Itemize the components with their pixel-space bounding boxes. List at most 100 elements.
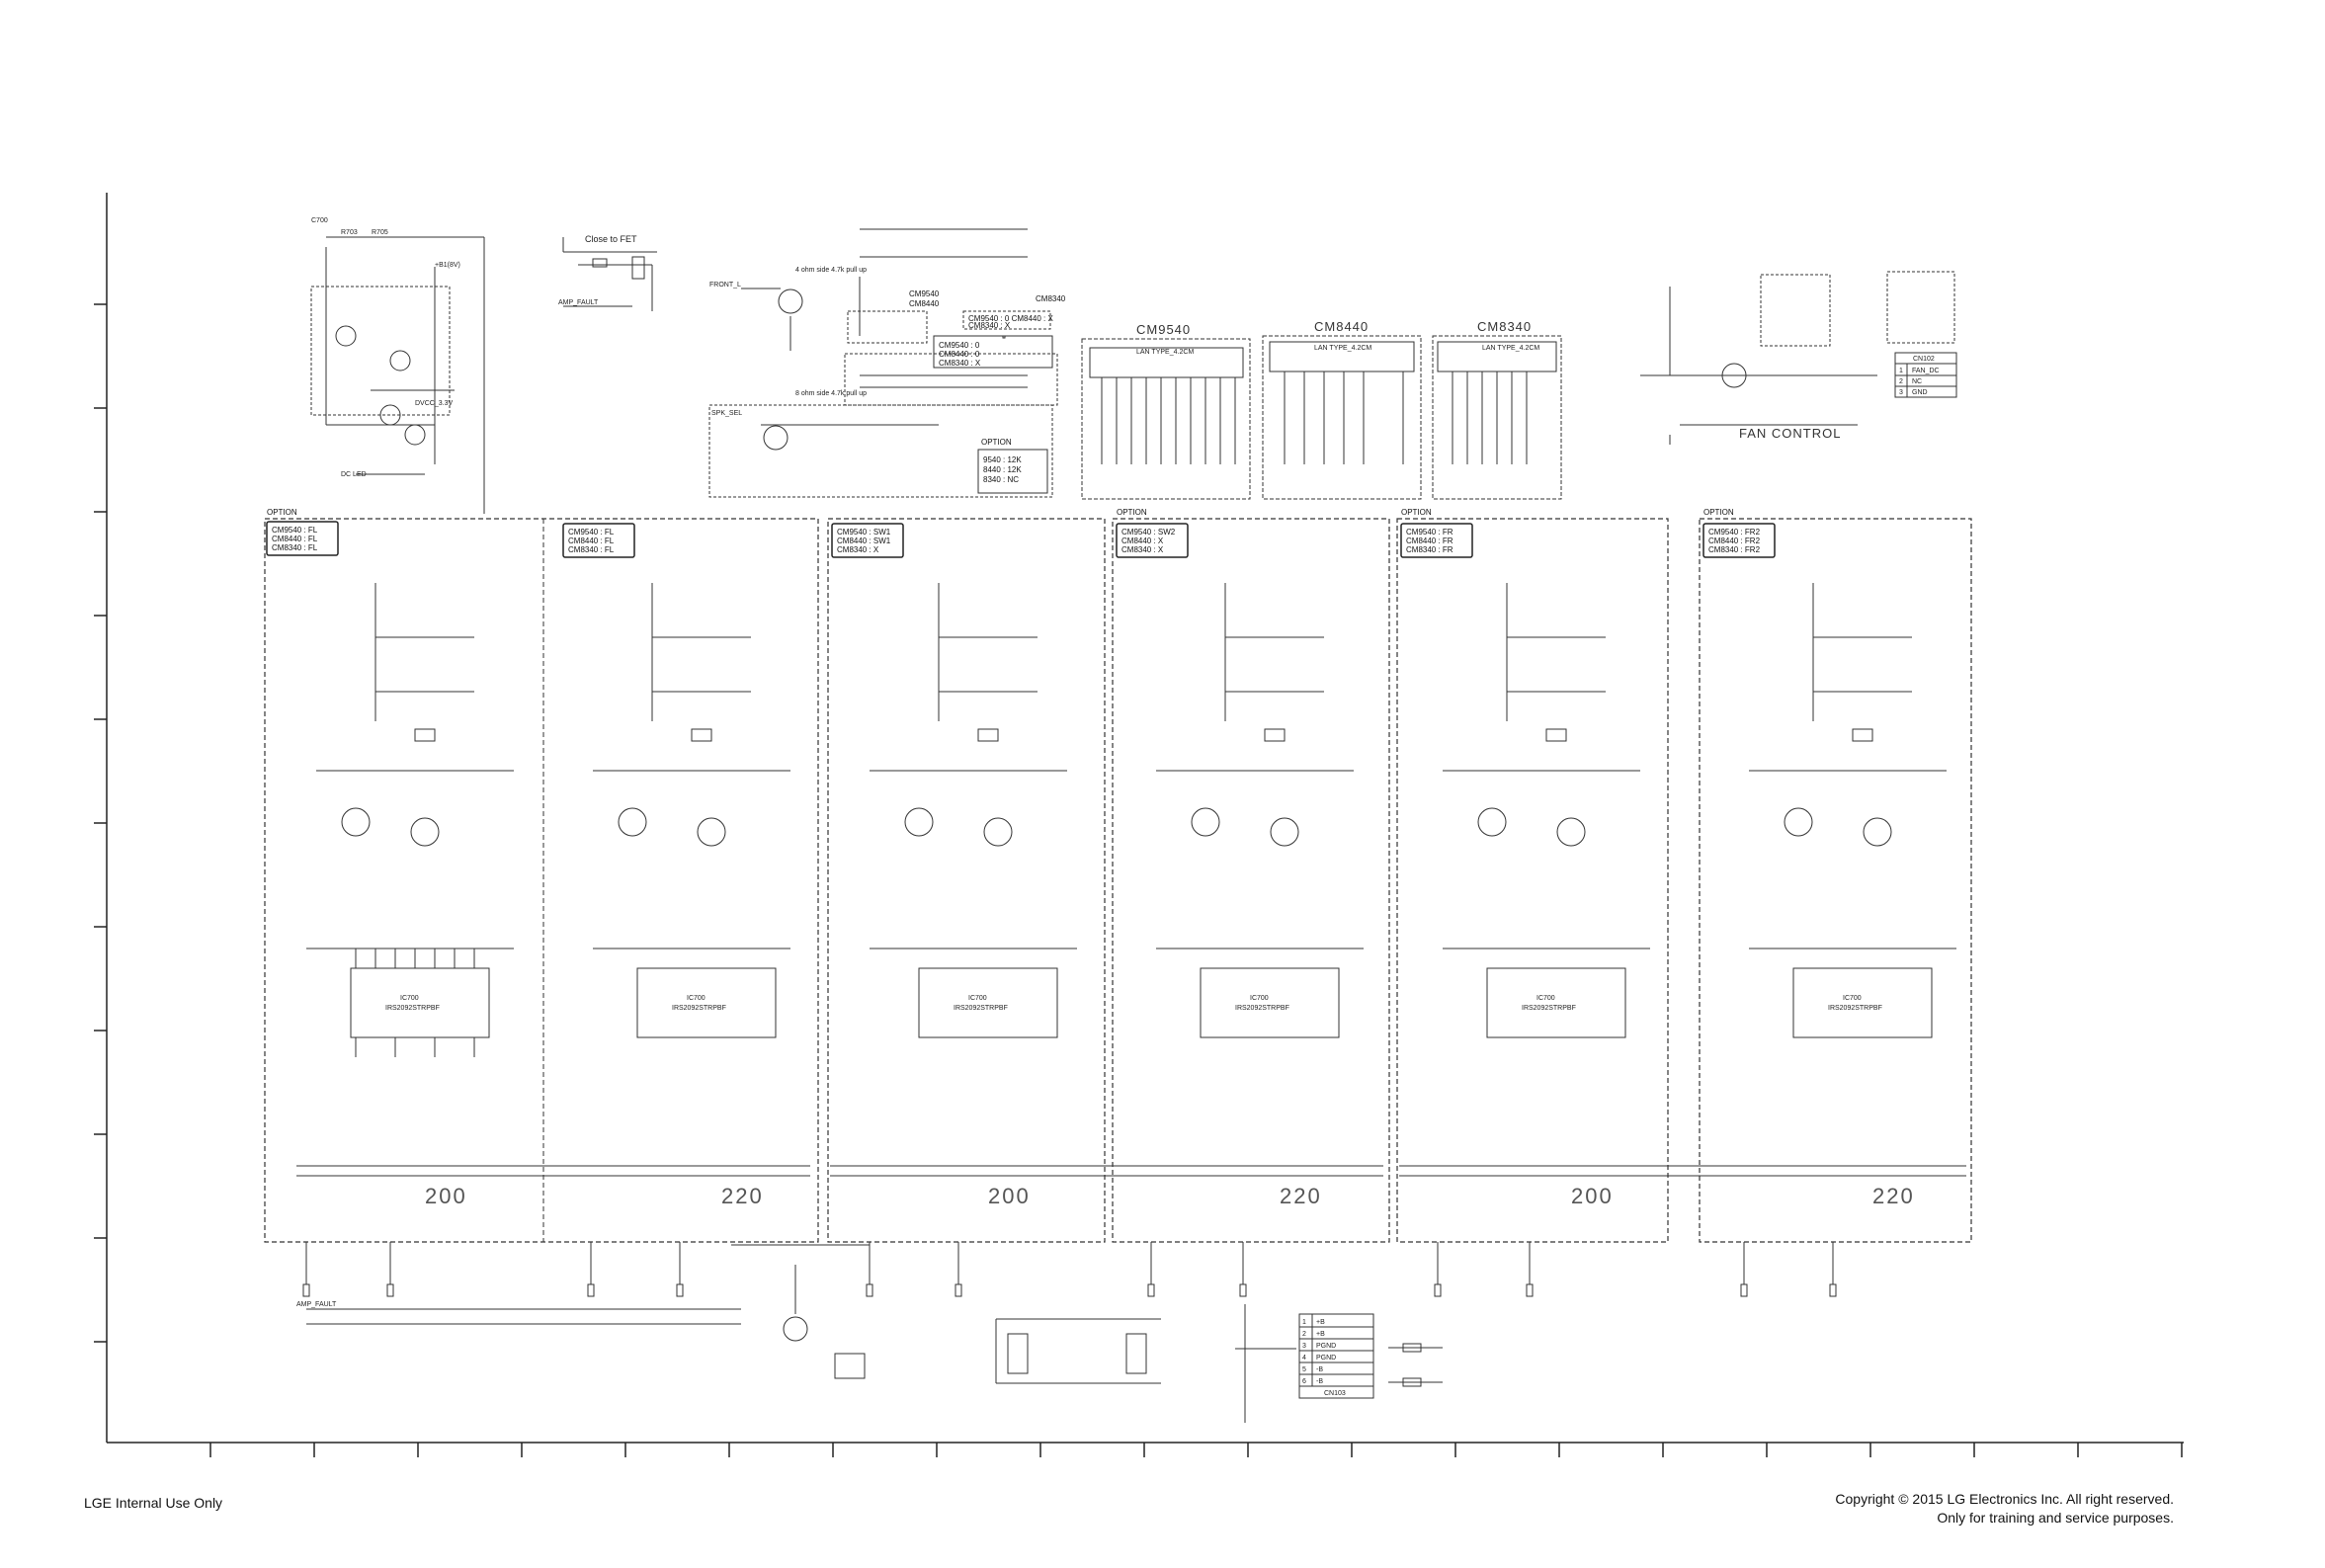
ic-labels: IC700 IRS2092STRPBF IC700 IRS2092STRPBF … bbox=[385, 995, 1882, 1012]
svg-text:CM8440 : SW1: CM8440 : SW1 bbox=[837, 536, 891, 545]
svg-text:CM8440: CM8440 bbox=[909, 299, 940, 308]
channel-circuitry bbox=[296, 583, 1966, 1177]
svg-text:8440 : 12K: 8440 : 12K bbox=[983, 465, 1022, 474]
svg-text:OPTION: OPTION bbox=[1703, 508, 1734, 517]
svg-text:IC700: IC700 bbox=[1536, 995, 1555, 1002]
svg-text:4: 4 bbox=[1302, 1355, 1306, 1362]
training-line: Only for training and service purposes. bbox=[1937, 1510, 2174, 1526]
bottom-cap-bank bbox=[995, 1318, 1161, 1384]
cm-labels-top: CM9540 CM8440 CM8340 bbox=[909, 289, 1066, 308]
svg-text:OPTION: OPTION bbox=[1117, 508, 1147, 517]
svg-text:CM9540 : SW1: CM9540 : SW1 bbox=[837, 528, 891, 536]
top-left-labels: C700 R703 R705 +B1(8V) DVCC_3.3V DC LED bbox=[311, 217, 460, 478]
channel-option-sw1: CM9540 : SW1 CM8440 : SW1 CM8340 : X bbox=[831, 523, 904, 558]
sheet-frame bbox=[106, 193, 2184, 1444]
svg-text:CM8340: CM8340 bbox=[1477, 319, 1532, 334]
svg-text:CM8340 : FL: CM8340 : FL bbox=[272, 543, 318, 552]
fan-control-label: FAN CONTROL bbox=[1739, 426, 1841, 441]
svg-text:8 ohm side 4.7k pull up: 8 ohm side 4.7k pull up bbox=[795, 390, 867, 397]
svg-text:CM8340 : FR: CM8340 : FR bbox=[1406, 545, 1453, 554]
bottom-ruler-ticks bbox=[209, 1443, 2183, 1457]
amp-fault-label-bottom: AMP_FAULT bbox=[296, 1301, 337, 1308]
middle-pullup-network bbox=[708, 228, 1058, 498]
channel-option-sw2: OPTION CM9540 : SW2 CM8440 : X CM8340 : … bbox=[1116, 508, 1189, 558]
svg-text:FAN_DC: FAN_DC bbox=[1912, 368, 1940, 374]
svg-text:DVCC_3.3V: DVCC_3.3V bbox=[415, 400, 453, 407]
svg-text:IC700: IC700 bbox=[687, 995, 706, 1002]
svg-text:CM9540: CM9540 bbox=[909, 289, 940, 298]
svg-text:CM8440 : FL: CM8440 : FL bbox=[568, 536, 615, 545]
svg-text:5: 5 bbox=[1302, 1366, 1306, 1373]
svg-text:CM8340 : X: CM8340 : X bbox=[1121, 545, 1164, 554]
svg-text:CM8340 : FR2: CM8340 : FR2 bbox=[1708, 545, 1761, 554]
section-numbers: 200 220 200 220 200 220 bbox=[425, 1184, 1915, 1208]
svg-text:NC: NC bbox=[1912, 378, 1922, 385]
svg-text:+B: +B bbox=[1316, 1331, 1325, 1338]
svg-text:CM8340 : X: CM8340 : X bbox=[939, 359, 981, 368]
copyright-line: Copyright © 2015 LG Electronics Inc. All… bbox=[1835, 1491, 2174, 1507]
bottom-fault-circuit bbox=[306, 1244, 871, 1379]
svg-text:3: 3 bbox=[1899, 389, 1903, 396]
svg-text:CM8340 : X: CM8340 : X bbox=[968, 321, 1011, 330]
svg-text:PGND: PGND bbox=[1316, 1343, 1336, 1350]
svg-text:CM9540 : 0 CM8440 : X: CM9540 : 0 CM8440 : X bbox=[968, 314, 1053, 323]
svg-text:CM8340: CM8340 bbox=[1036, 294, 1066, 303]
svg-text:FRONT_L: FRONT_L bbox=[709, 282, 741, 289]
fan-control-circuit bbox=[1640, 271, 1955, 445]
svg-text:IC700: IC700 bbox=[1843, 995, 1862, 1002]
svg-text:220: 220 bbox=[1872, 1184, 1915, 1208]
svg-text:1: 1 bbox=[1302, 1319, 1306, 1326]
svg-text:IRS2092STRPBF: IRS2092STRPBF bbox=[954, 1005, 1008, 1012]
svg-text:DC LED: DC LED bbox=[341, 471, 367, 478]
middle-option-box-3: OPTION 9540 : 12K 8440 : 12K 8340 : NC bbox=[981, 438, 1022, 484]
svg-text:2: 2 bbox=[1302, 1331, 1306, 1338]
bottom-inductor-group bbox=[1235, 1304, 1443, 1423]
svg-text:LAN TYPE_4.2CM: LAN TYPE_4.2CM bbox=[1314, 345, 1371, 352]
svg-text:IRS2092STRPBF: IRS2092STRPBF bbox=[385, 1005, 440, 1012]
svg-text:IC700: IC700 bbox=[1250, 995, 1269, 1002]
svg-text:GND: GND bbox=[1912, 389, 1928, 396]
connector-cm8440: CM8440 LAN TYPE_4.2CM bbox=[1262, 319, 1422, 500]
svg-text:CM9540 : FL: CM9540 : FL bbox=[272, 526, 318, 535]
svg-text:-B: -B bbox=[1316, 1366, 1323, 1373]
connector-cm8340: CM8340 LAN TYPE_4.2CM bbox=[1432, 319, 1562, 500]
svg-text:CM8440 : X: CM8440 : X bbox=[1121, 536, 1164, 545]
channel-option-fl2: CM9540 : FL CM8440 : FL CM8340 : FL bbox=[562, 523, 635, 558]
svg-text:220: 220 bbox=[1280, 1184, 1322, 1208]
internal-use-notice: LGE Internal Use Only bbox=[84, 1495, 223, 1511]
svg-text:CM9540 : FR2: CM9540 : FR2 bbox=[1708, 528, 1761, 536]
svg-text:CM9540 : FR: CM9540 : FR bbox=[1406, 528, 1453, 536]
svg-text:2: 2 bbox=[1899, 378, 1903, 385]
svg-text:+B1(8V): +B1(8V) bbox=[435, 262, 460, 269]
middle-option-box-1: CM9540 : 0 CM8440 : 0 CM8340 : X bbox=[933, 335, 1053, 369]
svg-text:IRS2092STRPBF: IRS2092STRPBF bbox=[1235, 1005, 1289, 1012]
connector-cm9540: CM9540 LAN TYPE_4.2CM bbox=[1081, 322, 1251, 500]
middle-option-box-2: CM9540 : 0 CM8440 : X CM8340 : X bbox=[968, 314, 1053, 330]
svg-text:220: 220 bbox=[721, 1184, 764, 1208]
svg-text:6: 6 bbox=[1302, 1378, 1306, 1385]
svg-text:+B: +B bbox=[1316, 1319, 1325, 1326]
svg-text:CM9540 : SW2: CM9540 : SW2 bbox=[1121, 528, 1176, 536]
amp-fault-label-top: AMP_FAULT bbox=[558, 299, 599, 306]
channel-option-fr2: OPTION CM9540 : FR2 CM8440 : FR2 CM8340 … bbox=[1702, 508, 1776, 558]
svg-text:CM9540 : 0: CM9540 : 0 bbox=[939, 341, 980, 350]
svg-text:IRS2092STRPBF: IRS2092STRPBF bbox=[1522, 1005, 1576, 1012]
svg-text:LAN TYPE_4.2CM: LAN TYPE_4.2CM bbox=[1136, 349, 1194, 356]
svg-text:4 ohm side 4.7k pull up: 4 ohm side 4.7k pull up bbox=[795, 267, 867, 274]
svg-text:CM8440: CM8440 bbox=[1314, 319, 1369, 334]
svg-text:CM8440 : FR: CM8440 : FR bbox=[1406, 536, 1453, 545]
bottom-power-connector: 1 +B 2 +B 3 PGND 4 PGND 5 -B 6 -B CN103 bbox=[1298, 1313, 1374, 1399]
svg-text:CN102: CN102 bbox=[1913, 356, 1935, 363]
middle-pullup-labels: 4 ohm side 4.7k pull up 8 ohm side 4.7k … bbox=[709, 267, 867, 417]
channel-option-fr1: OPTION CM9540 : FR CM8440 : FR CM8340 : … bbox=[1400, 508, 1473, 558]
svg-text:-B: -B bbox=[1316, 1378, 1323, 1385]
bottom-signal-stubs bbox=[302, 1242, 1837, 1297]
svg-text:R705: R705 bbox=[372, 229, 388, 236]
svg-text:CM8440 : FR2: CM8440 : FR2 bbox=[1708, 536, 1761, 545]
svg-text:CM9540 : FL: CM9540 : FL bbox=[568, 528, 615, 536]
svg-text:CM8340 : X: CM8340 : X bbox=[837, 545, 879, 554]
fan-connector-table: CN102 1 FAN_DC 2 NC 3 GND bbox=[1894, 352, 1957, 398]
svg-text:IRS2092STRPBF: IRS2092STRPBF bbox=[1828, 1005, 1882, 1012]
svg-text:SPK_SEL: SPK_SEL bbox=[711, 410, 742, 417]
